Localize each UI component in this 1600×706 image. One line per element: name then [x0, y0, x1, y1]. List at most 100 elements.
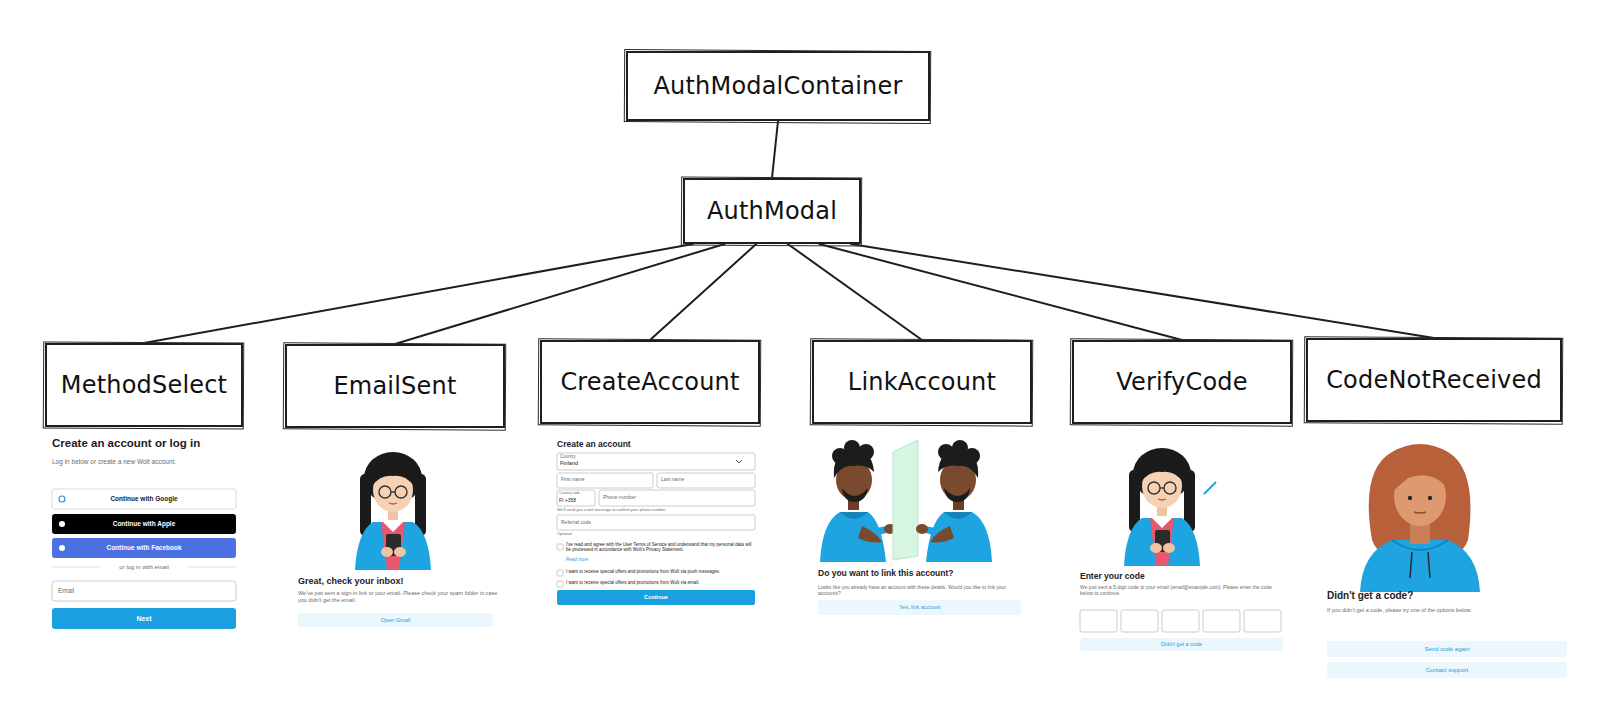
code-not-received-mockup-part [1327, 662, 1567, 678]
container-box: AuthModalContainer [626, 51, 930, 121]
screen-text: Looks like you already have an account w… [818, 584, 1021, 596]
create-account-mockup-part [557, 581, 563, 587]
verify-code-mockup-part [1080, 610, 1117, 632]
button-label: Email [58, 581, 178, 601]
code-not-received-mockup-part [1327, 641, 1567, 657]
step-box: CreateAccount [540, 340, 760, 424]
screen-heading: Create an account or log in [52, 437, 252, 451]
box-title: EmailSent [333, 372, 456, 400]
create-account-mockup [557, 453, 755, 605]
email-sent-mockup-part [298, 613, 493, 627]
create-account-mockup-part [557, 590, 755, 605]
verify-code-mockup-part [1124, 448, 1200, 566]
method-select-mockup-part [52, 567, 100, 568]
step-box: VerifyCode [1072, 340, 1292, 424]
box-title: MethodSelect [61, 371, 227, 399]
tree-connector [650, 244, 756, 340]
screen-text: Last name [661, 476, 741, 482]
step-box: CodeNotReceived [1306, 338, 1562, 422]
method-select-mockup [52, 489, 236, 629]
link-account-mockup-part [820, 440, 896, 562]
screen-heading: Didn't get a code? [1327, 590, 1567, 602]
screen-text: Optional [557, 532, 677, 537]
create-account-mockup-part [557, 544, 563, 550]
code-not-received-mockup-part [1360, 540, 1480, 592]
method-select-mockup-part [59, 545, 65, 551]
create-account-mockup-part [736, 460, 742, 463]
verify-code-mockup-part [1204, 482, 1216, 494]
tree-connector [788, 244, 922, 340]
code-not-received-mockup-part [1428, 552, 1430, 578]
box-title: CreateAccount [560, 368, 739, 396]
method-select-mockup-part [188, 567, 236, 568]
box-title: CodeNotReceived [1326, 366, 1542, 394]
tree-connector [819, 244, 1182, 340]
tree-connector [395, 244, 725, 344]
code-not-received-mockup [1327, 444, 1567, 678]
step-box: LinkAccount [812, 340, 1032, 424]
create-account-mockup-part [599, 490, 755, 506]
screen-text: Country code [559, 491, 595, 495]
create-account-mockup-part [557, 453, 755, 470]
button-label: or log in with email [100, 563, 188, 571]
button-label: Continue with Google [52, 489, 236, 509]
screen-text: Phone number [603, 494, 723, 500]
method-select-mockup-part [52, 581, 236, 601]
button-label: Send code again [1327, 641, 1567, 657]
screen-text: Log in below or create a new Wolt accoun… [52, 458, 242, 466]
create-account-mockup-part [557, 570, 563, 576]
code-not-received-mockup-part [1394, 458, 1446, 490]
create-account-mockup-part [557, 473, 653, 488]
step-box: EmailSent [285, 344, 505, 428]
screen-text: First name [561, 476, 641, 482]
method-select-mockup-part [52, 608, 236, 629]
button-label: Continue with Facebook [52, 538, 236, 558]
screen-text: Read more [566, 557, 646, 562]
screen-text: I want to receive special offers and pro… [566, 569, 756, 574]
method-select-mockup-part [52, 538, 236, 558]
code-not-received-mockup-part [1410, 552, 1412, 578]
step-box: MethodSelect [45, 343, 243, 427]
method-select-mockup-part [59, 521, 65, 527]
code-not-received-mockup-part [1408, 496, 1412, 500]
verify-code-mockup-part [1244, 610, 1281, 632]
code-not-received-mockup-part [1392, 540, 1448, 550]
link-account-mockup-part [916, 440, 992, 562]
code-not-received-mockup-part [1414, 512, 1426, 513]
box-title: LinkAccount [848, 368, 996, 396]
tree-connector [772, 121, 778, 178]
button-label: Yes, link account [818, 600, 1021, 615]
screen-text: We just sent a 5-digit code to your emai… [1080, 584, 1285, 596]
verify-code-mockup-part [1203, 610, 1240, 632]
link-account-mockup [818, 440, 1021, 615]
create-account-mockup-part [557, 490, 595, 506]
screen-text: FI +358 [559, 497, 595, 503]
screen-heading: Great, check your inbox! [298, 576, 503, 587]
code-not-received-mockup-part [1369, 444, 1471, 553]
box-title: AuthModalContainer [653, 72, 902, 100]
screen-text: Finland [560, 460, 640, 467]
method-select-mockup-part [52, 514, 236, 534]
method-select-mockup-part [59, 496, 65, 502]
screen-heading: Enter your code [1080, 571, 1285, 581]
box-title: VerifyCode [1116, 368, 1248, 396]
email-sent-mockup-part [355, 452, 431, 570]
box-title: AuthModal [707, 197, 837, 225]
verify-code-mockup-part [1162, 610, 1199, 632]
screen-text: We've just sent a sign-in link to your e… [298, 590, 498, 603]
screen-text: We'll send you a text message to confirm… [557, 508, 755, 513]
screen-heading: Create an account [557, 439, 757, 449]
button-label: Open Gmail [298, 613, 493, 627]
create-account-mockup-part [657, 473, 755, 488]
button-label: Continue with Apple [52, 514, 236, 534]
button-label: Continue [557, 590, 755, 605]
screen-heading: Do you want to link this account? [818, 568, 1023, 578]
verify-code-mockup [1080, 448, 1283, 651]
button-label: Contact support [1327, 662, 1567, 678]
modal-box: AuthModal [683, 178, 861, 244]
button-label: Didn't get a code [1080, 638, 1283, 651]
screen-text: If you didn't get a code, please try one… [1327, 607, 1567, 614]
tree-connector [144, 244, 693, 343]
method-select-mockup-part [52, 489, 236, 509]
